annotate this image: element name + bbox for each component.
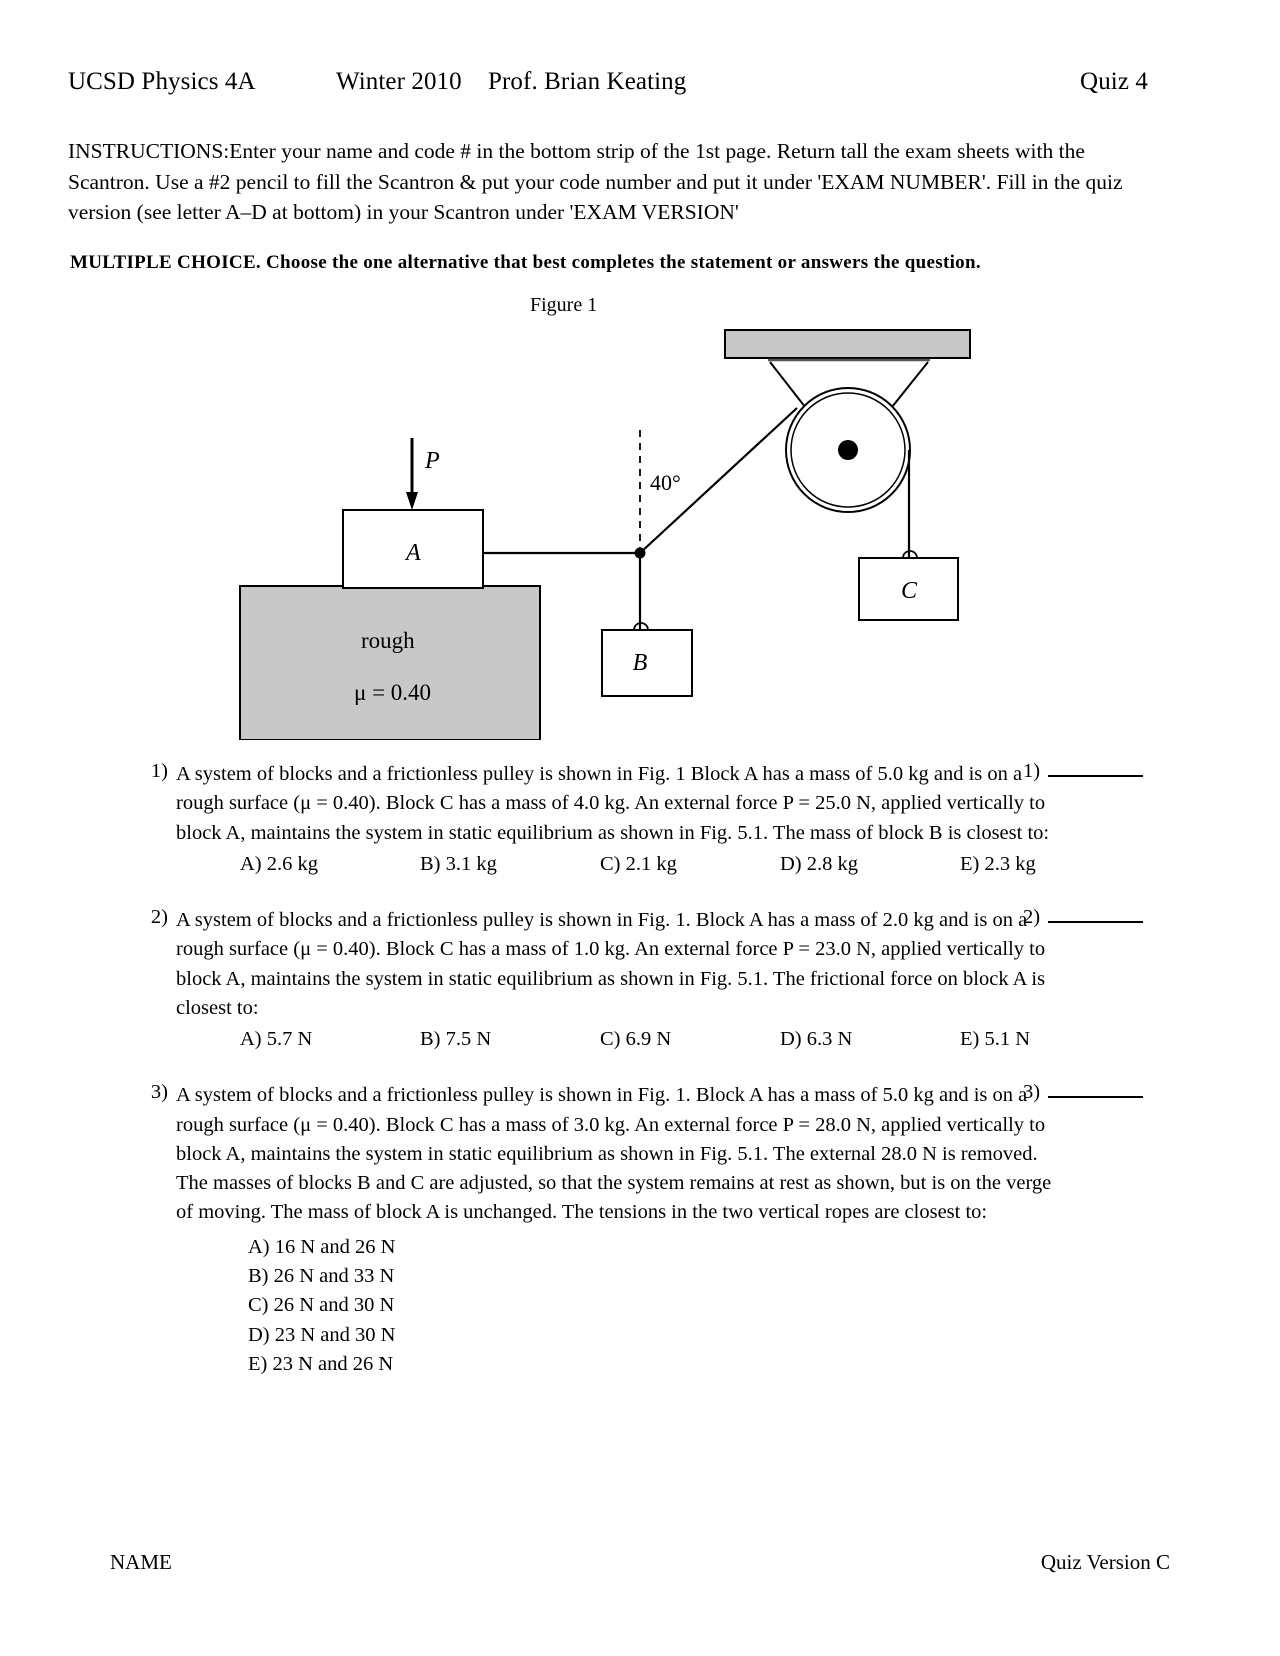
page-header: UCSD Physics 4A Winter 2010 Prof. Brian … xyxy=(68,68,1148,96)
option-a[interactable]: A) 5.7 N xyxy=(240,1028,313,1051)
question-number: 1) xyxy=(150,760,168,782)
option-d[interactable]: D) 2.8 kg xyxy=(780,852,859,875)
option-e[interactable]: E) 2.3 kg xyxy=(960,852,1036,875)
rope-diagonal xyxy=(639,407,798,554)
option-b[interactable]: B) 7.5 N xyxy=(420,1028,492,1051)
option-c[interactable]: C) 6.9 N xyxy=(600,1028,672,1051)
question-item: 1) A system of blocks and a frictionless… xyxy=(68,760,1158,876)
answer-blank-number: 2) xyxy=(1023,905,1041,928)
answer-blank-line[interactable] xyxy=(1048,1082,1144,1099)
question-text: A system of blocks and a frictionless pu… xyxy=(176,908,1046,1019)
multiple-choice-heading: MULTIPLE CHOICE. Choose the one alternat… xyxy=(70,252,981,273)
figure-caption: Figure 1 xyxy=(530,294,598,316)
block-b xyxy=(601,629,693,697)
angle-label: 40° xyxy=(650,470,681,495)
pulley-axle xyxy=(838,440,858,460)
options-column: A) 16 N and 26 N B) 26 N and 33 N C) 26 … xyxy=(248,1233,1158,1380)
option-e[interactable]: E) 5.1 N xyxy=(960,1028,1031,1051)
pulley-wheel-inner xyxy=(790,392,906,508)
block-a-label: A xyxy=(404,540,421,566)
answer-blank-line[interactable] xyxy=(1048,907,1144,923)
option-c[interactable]: C) 26 N and 30 N xyxy=(248,1294,395,1317)
block-a xyxy=(342,509,484,589)
force-p-arrowhead xyxy=(406,492,418,510)
option-c[interactable]: C) 2.1 kg xyxy=(600,852,677,875)
friction-coefficient-label: μ = 0.40 xyxy=(354,680,431,705)
option-a[interactable]: A) 2.6 kg xyxy=(240,852,319,875)
quiz-version-label: Quiz Version C xyxy=(1040,1550,1170,1574)
option-e[interactable]: E) 23 N and 26 N xyxy=(248,1353,394,1375)
options-row: A) 5.7 N B) 7.5 N C) 6.9 N D) 6.3 N E) 5… xyxy=(240,1028,1158,1051)
option-d[interactable]: D) 23 N and 30 N xyxy=(248,1323,396,1346)
page-footer: NAME Quiz Version C xyxy=(110,1550,1170,1575)
option-d[interactable]: D) 6.3 N xyxy=(780,1028,853,1051)
rough-surface-label: rough xyxy=(361,628,415,653)
force-p-label: P xyxy=(424,448,440,474)
questions-list: 1) A system of blocks and a frictionless… xyxy=(68,760,1158,1409)
option-b[interactable]: B) 3.1 kg xyxy=(420,852,497,875)
block-b-hook xyxy=(633,622,649,631)
answer-blank[interactable]: 2) xyxy=(1023,906,1158,929)
course-title: UCSD Physics 4A xyxy=(68,68,256,95)
answer-blank-number: 1) xyxy=(1023,760,1041,782)
name-label: NAME xyxy=(110,1550,172,1574)
answer-blank[interactable]: 3) xyxy=(1023,1081,1158,1104)
question-item: 3) A system of blocks and a frictionless… xyxy=(68,1081,1158,1379)
quiz-number: Quiz 4 xyxy=(1080,68,1148,95)
ceiling-bracket xyxy=(724,329,971,359)
block-c-label: C xyxy=(901,578,918,604)
option-b[interactable]: B) 26 N and 33 N xyxy=(248,1265,395,1288)
figure-1: Figure 1 40° xyxy=(230,294,990,744)
question-text: A system of blocks and a frictionless pu… xyxy=(176,763,1050,844)
block-b-label: B xyxy=(633,650,648,676)
answer-blank[interactable]: 1) xyxy=(1023,760,1158,783)
term-label: Winter 2010 xyxy=(336,68,462,95)
options-row: A) 2.6 kg B) 3.1 kg C) 2.1 kg D) 2.8 kg … xyxy=(240,853,1158,876)
question-number: 3) xyxy=(150,1081,168,1104)
option-a[interactable]: A) 16 N and 26 N xyxy=(248,1235,396,1258)
answer-blank-line[interactable] xyxy=(1048,761,1144,777)
rough-surface xyxy=(239,585,541,740)
professor-name: Prof. Brian Keating xyxy=(488,68,687,95)
block-c-hook xyxy=(902,550,918,559)
question-number: 2) xyxy=(150,905,168,928)
question-text: A system of blocks and a frictionless pu… xyxy=(176,1084,1052,1224)
answer-blank-number: 3) xyxy=(1023,1081,1041,1104)
question-item: 2) A system of blocks and a frictionless… xyxy=(68,906,1158,1051)
block-c xyxy=(858,557,959,621)
figure-diagram: 40° P rough μ = 0.40 A B xyxy=(239,329,971,740)
instructions-paragraph: INSTRUCTIONS:Enter your name and code # … xyxy=(68,139,1123,225)
